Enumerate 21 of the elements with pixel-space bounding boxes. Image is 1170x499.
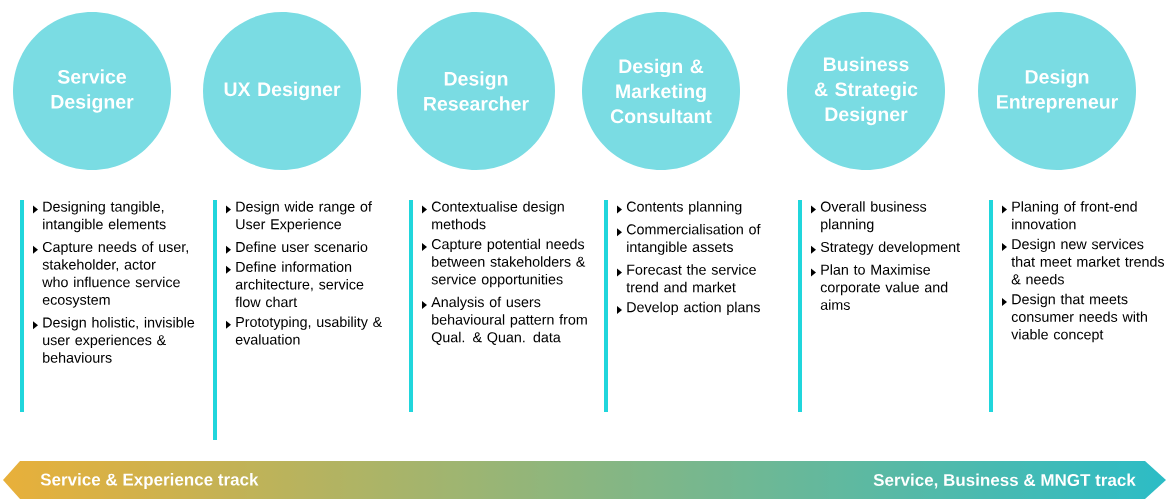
track-arrow: Service & Experience track Service, Business & MNGT track [40,473,1136,489]
bullet-item: Overall business planning [811,201,927,233]
bullet-item: Planing of front-end innovation [1002,201,1137,230]
bullet-item: Define information architecture, service flow chart [226,261,364,308]
bullet-item: Design wide range of User Experience [226,201,372,233]
bullet-item: Strategy development [811,241,960,255]
bullet-item: Contextualise design methods [422,201,564,230]
bullet-item: Capture potential needs between stakeholders & service opportunities [422,238,586,288]
bullet-item: Design holistic, invisible user experiences & behaviours [33,317,195,363]
bullet-item: Forecast the service trend and market [617,264,756,293]
bullet-item: Define user scenario [226,241,368,254]
bullet-item: Plan to Maximise corporate value and aims [811,264,948,310]
bullet-item: Contents planning [617,201,742,215]
bullet-item: Design that meets consumer needs with viable concept [1002,293,1147,343]
bullet-item: Develop action plans [617,301,760,316]
bullet-item: Capture needs of user, stakeholder, actor who influence service ecosystem [33,241,188,308]
bullet-item: Design new services that meet market trends & needs [1002,238,1165,285]
bullet-item: Designing tangible, intangible elements [33,201,166,233]
bullet-item: Analysis of users behavioural pattern from Qual. & Quan. data [422,296,587,345]
bullet-item: Prototyping, usability & evaluation [226,316,382,345]
bullet-item: Commercialisation of intangible assets [617,223,761,255]
